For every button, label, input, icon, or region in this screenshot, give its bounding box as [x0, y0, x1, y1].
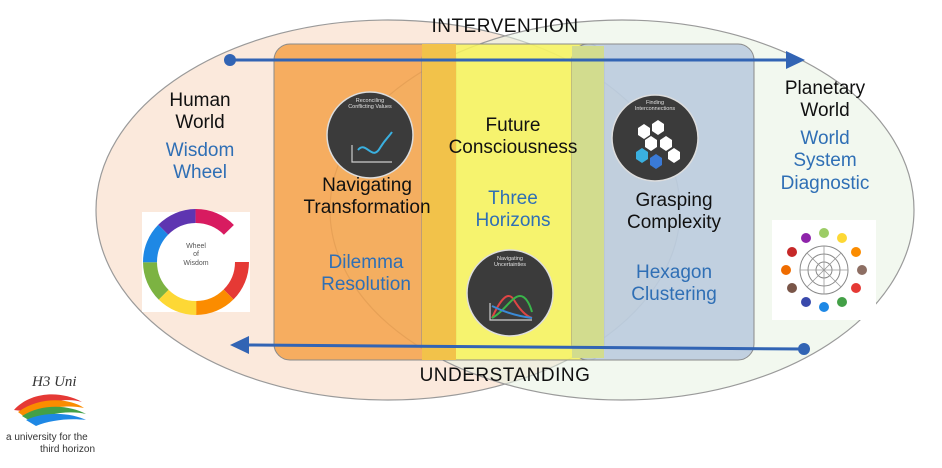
- three-horizons-label: Three Horizons: [475, 188, 551, 232]
- planetary-world-title: Planetary World: [784, 78, 866, 122]
- world-system-diagnostic-label: World System Diagnostic: [780, 128, 870, 194]
- orange-yellow-overlap: [422, 44, 456, 360]
- dilemma-resolution-label: Dilemma Resolution: [321, 252, 411, 296]
- understanding-arrow: [247, 343, 805, 351]
- intervention-arrow-start: [224, 54, 236, 66]
- wheel-caption: Wheel of Wisdom: [183, 243, 209, 267]
- navigating-transformation-title: Navigating Transformation: [303, 175, 431, 219]
- wisdom-wheel-image: [142, 209, 250, 315]
- finding-interconnections-caption: Finding Interconnections: [634, 100, 676, 113]
- finding-interconnections-icon: [611, 94, 699, 182]
- hexagon-clustering-label: Hexagon Clustering: [631, 262, 717, 306]
- intervention-label: INTERVENTION: [431, 16, 579, 37]
- logo-line-2: third horizon: [40, 444, 96, 455]
- understanding-label: UNDERSTANDING: [419, 365, 591, 386]
- understanding-arrow-start: [798, 343, 810, 355]
- wisdom-wheel-label: Wisdom Wheel: [165, 140, 235, 184]
- grasping-complexity-title: Grasping Complexity: [627, 190, 721, 234]
- navigating-uncertainties-caption: Navigating Uncertainties: [493, 256, 527, 269]
- h3uni-logo-swoosh: [14, 394, 86, 426]
- yellow-blue-overlap: [572, 46, 604, 358]
- intervention-arrow-head: [786, 51, 805, 69]
- future-consciousness-title: Future Consciousness: [448, 115, 578, 159]
- h3uni-logo-mark: H3 Uni: [32, 374, 77, 390]
- reconciling-values-icon: [326, 91, 414, 179]
- logo-line-1: a university for the: [6, 432, 88, 443]
- world-system-diagnostic-image: [772, 220, 876, 320]
- navigating-uncertainties-icon: [466, 249, 554, 337]
- reconciling-values-caption: Reconciling Conflicting Values: [348, 98, 392, 111]
- human-world-title: Human World: [169, 90, 231, 134]
- understanding-arrow-head: [230, 336, 249, 354]
